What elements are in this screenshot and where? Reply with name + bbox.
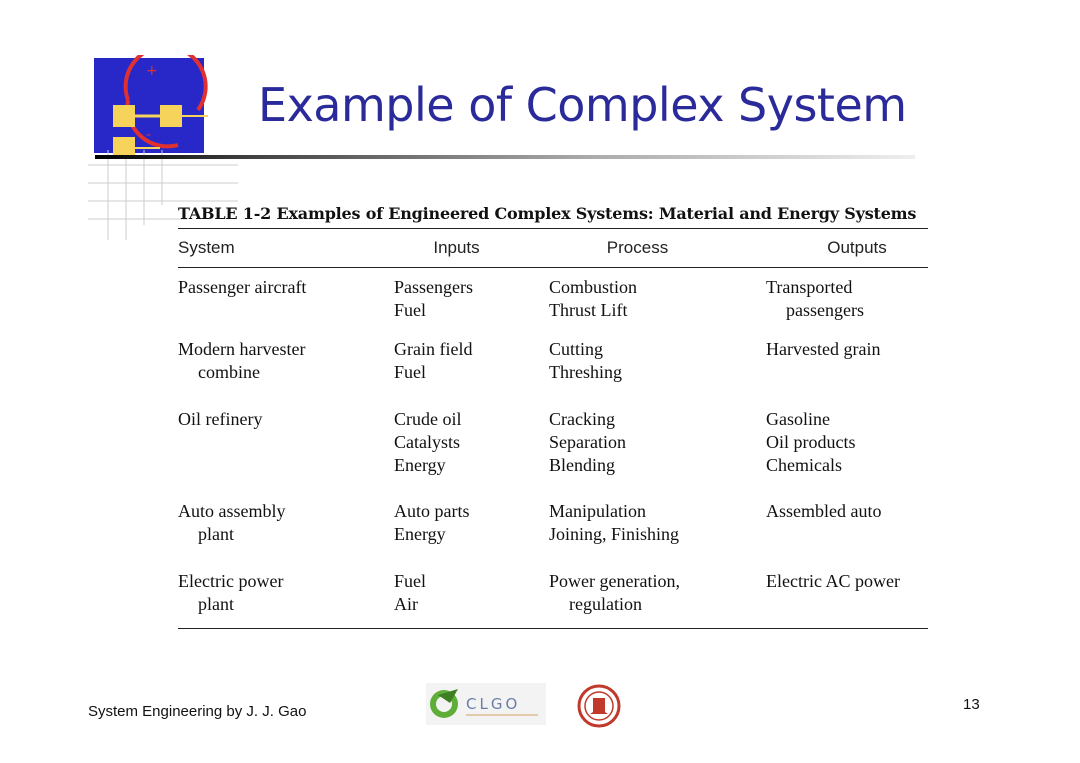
cell-inputs: Auto parts Energy bbox=[394, 500, 549, 570]
cell-text: Passengers bbox=[394, 277, 473, 297]
cell-outputs: Harvested grain bbox=[766, 338, 928, 408]
cell-text: Blending bbox=[549, 455, 615, 475]
cell-text: Auto parts bbox=[394, 501, 470, 521]
cell-process: Power generation, regulation bbox=[549, 570, 766, 628]
table-top-rule bbox=[178, 228, 928, 229]
cell-inputs: Crude oil Catalysts Energy bbox=[394, 408, 549, 500]
cell-text: Harvested grain bbox=[766, 339, 881, 359]
cell-text: Oil refinery bbox=[178, 409, 263, 429]
cell-system: Modern harvester combine bbox=[178, 338, 394, 408]
cell-text: Threshing bbox=[549, 362, 622, 382]
cell-text: Oil products bbox=[766, 432, 856, 452]
cell-text: Modern harvester bbox=[178, 339, 306, 359]
table-header-rule bbox=[178, 267, 928, 268]
cell-text: Grain field bbox=[394, 339, 473, 359]
svg-text:+: + bbox=[146, 63, 158, 79]
header-system: System bbox=[178, 238, 235, 257]
table-bottom-rule bbox=[178, 628, 928, 629]
table-row: Passenger aircraft Passengers Fuel Combu… bbox=[178, 276, 928, 338]
cell-text: regulation bbox=[569, 594, 642, 614]
cell-process: Combustion Thrust Lift bbox=[549, 276, 766, 338]
table-row: Oil refinery Crude oil Catalysts Energy … bbox=[178, 408, 928, 500]
slide-logo-graphic: + - bbox=[88, 55, 238, 240]
svg-text:-: - bbox=[146, 127, 151, 143]
cell-text: Combustion bbox=[549, 277, 638, 297]
cell-outputs: Gasoline Oil products Chemicals bbox=[766, 408, 928, 500]
cell-text: Air bbox=[394, 594, 418, 614]
table-caption: TABLE 1-2 Examples of Engineered Complex… bbox=[178, 204, 917, 223]
cell-inputs: Fuel Air bbox=[394, 570, 549, 628]
cell-text: combine bbox=[198, 362, 260, 382]
cell-text: Fuel bbox=[394, 300, 427, 320]
cell-text: Assembled auto bbox=[766, 501, 882, 521]
cell-text: Joining, Finishing bbox=[549, 524, 680, 544]
cell-text: Electric power bbox=[178, 571, 284, 591]
cell-text: Manipulation bbox=[549, 501, 646, 521]
cell-text: Fuel bbox=[394, 362, 427, 382]
cell-process: Cracking Separation Blending bbox=[549, 408, 766, 500]
cell-process: Manipulation Joining, Finishing bbox=[549, 500, 766, 570]
table-row: Auto assembly plant Auto parts Energy Ma… bbox=[178, 500, 928, 570]
cell-text: Energy bbox=[394, 524, 446, 544]
slide-title: Example of Complex System bbox=[258, 78, 907, 132]
cell-text: Cutting bbox=[549, 339, 604, 359]
cell-text: Chemicals bbox=[766, 455, 842, 475]
cell-inputs: Grain field Fuel bbox=[394, 338, 549, 408]
clgo-logo: CLGO bbox=[426, 683, 546, 725]
cell-text: Separation bbox=[549, 432, 626, 452]
cell-system: Electric power plant bbox=[178, 570, 394, 628]
page-number: 13 bbox=[963, 696, 980, 713]
header-process: Process bbox=[606, 238, 669, 257]
cell-outputs: Assembled auto bbox=[766, 500, 928, 570]
table-row: Modern harvester combine Grain field Fue… bbox=[178, 338, 928, 408]
header-outputs: Outputs bbox=[827, 238, 887, 257]
cell-system: Oil refinery bbox=[178, 408, 394, 500]
table-header-row: System Inputs Process Outputs bbox=[178, 229, 928, 267]
cell-inputs: Passengers Fuel bbox=[394, 276, 549, 338]
cell-text: Transported bbox=[766, 277, 853, 297]
university-seal-icon bbox=[577, 684, 621, 728]
cell-text: Energy bbox=[394, 455, 446, 475]
table-row: Electric power plant Fuel Air Power gene… bbox=[178, 570, 928, 628]
cell-text: Electric AC power bbox=[766, 571, 900, 591]
cell-text: Fuel bbox=[394, 571, 427, 591]
cell-text: Power generation, bbox=[549, 571, 680, 591]
cell-text: Catalysts bbox=[394, 432, 460, 452]
cell-text: Gasoline bbox=[766, 409, 830, 429]
cell-system: Passenger aircraft bbox=[178, 276, 394, 338]
header-inputs: Inputs bbox=[433, 238, 480, 257]
cell-system: Auto assembly plant bbox=[178, 500, 394, 570]
cell-text: Cracking bbox=[549, 409, 615, 429]
cell-outputs: Transported passengers bbox=[766, 276, 928, 338]
cell-text: Passenger aircraft bbox=[178, 277, 307, 297]
cell-text: plant bbox=[198, 524, 234, 544]
cell-text: plant bbox=[198, 594, 234, 614]
systems-table: TABLE 1-2 Examples of Engineered Complex… bbox=[178, 200, 928, 629]
cell-text: Thrust Lift bbox=[549, 300, 628, 320]
footer-author: System Engineering by J. J. Gao bbox=[88, 703, 307, 720]
cell-outputs: Electric AC power bbox=[766, 570, 928, 628]
cell-text: Crude oil bbox=[394, 409, 462, 429]
title-underline bbox=[95, 155, 915, 159]
cell-text: Auto assembly bbox=[178, 501, 286, 521]
clgo-logo-text: CLGO bbox=[466, 695, 520, 713]
cell-process: Cutting Threshing bbox=[549, 338, 766, 408]
cell-text: passengers bbox=[786, 300, 864, 320]
